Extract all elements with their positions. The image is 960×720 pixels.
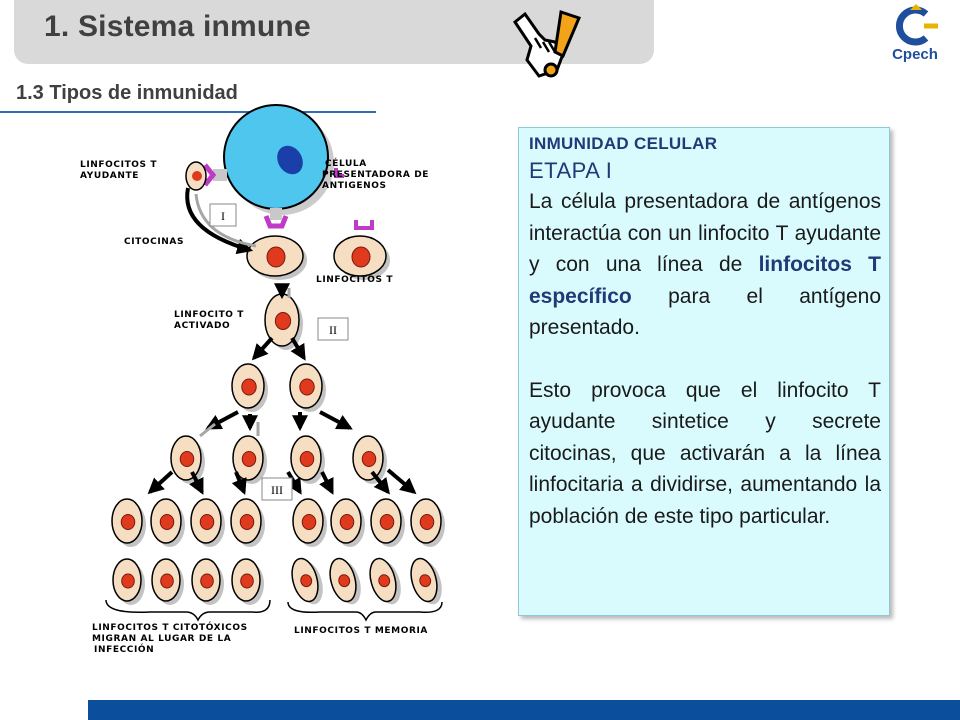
- lymphocyte-cell: [246, 235, 307, 280]
- page-title: 1. Sistema inmune: [44, 10, 311, 43]
- label-apc-1: CÉLULA: [325, 157, 367, 169]
- lymphocyte-cell: [111, 498, 146, 547]
- lymphocyte-cell: [290, 435, 325, 484]
- lymphocyte-cell: [264, 293, 303, 350]
- arrows: [147, 187, 417, 495]
- footer-bar: [88, 700, 960, 720]
- stage-box-3: III: [261, 477, 293, 501]
- stage-label-1: I: [221, 209, 225, 223]
- box-paragraph-2: Esto provoca que el linfocito T ayudante…: [529, 378, 881, 528]
- lymphocyte-cell: [330, 498, 365, 547]
- lymphocyte-cell: [231, 363, 268, 412]
- cpech-logo: Cpech: [880, 4, 950, 70]
- stage-label-2: II: [329, 323, 337, 337]
- receptor-connector: [203, 163, 374, 230]
- stage-label-3: III: [271, 483, 283, 497]
- pointing-hand-icon: [512, 10, 582, 78]
- grey-arrows: [194, 193, 291, 438]
- lymphocyte-cell: [170, 435, 205, 484]
- subtitle-underline: [0, 111, 376, 113]
- label-t-helper-2: AYUDANTE: [80, 171, 139, 181]
- box-paragraph-1-strong: linfocitos T específico: [529, 253, 881, 308]
- label-activated-2: ACTIVADO: [174, 321, 230, 331]
- label-apc-2: PRESENTADORA DE: [322, 170, 429, 180]
- antigen-presenting-cell: [223, 104, 334, 215]
- lymphocyte-cell: [291, 557, 323, 605]
- label-memory: LINFOCITOS T MEMORIA: [294, 626, 428, 636]
- lymphocyte-cell: [369, 557, 401, 605]
- lymphocyte-cell: [190, 498, 225, 547]
- lymphocyte-cell: [232, 435, 267, 484]
- label-cytokines: CITOCINAS: [124, 237, 184, 247]
- lymphocyte-cell: [352, 435, 387, 484]
- label-t-helper-1: LINFOCITOS T: [80, 160, 157, 170]
- box-paragraph-1: La célula presentadora de antígenos inte…: [529, 186, 881, 344]
- label-cytotoxic-2: MIGRAN AL LUGAR DE LA: [92, 634, 231, 644]
- lymphocyte-cell: [329, 557, 361, 605]
- label-cytotoxic-1: LINFOCITOS T CITOTÓXICOS: [92, 621, 248, 633]
- label-apc-3: ANTIGENOS: [322, 181, 387, 191]
- logo-text: Cpech: [892, 46, 938, 63]
- lymphocyte-cell: [191, 558, 224, 605]
- label-activated-1: LINFOCITO T: [174, 310, 244, 320]
- lymphocyte-cell: [230, 498, 265, 547]
- lymphocyte-cell: [231, 558, 264, 605]
- brace-cytotoxic: [105, 599, 271, 622]
- lymphocyte-cell: [151, 558, 184, 605]
- info-box: INMUNIDAD CELULAR ETAPA I La célula pres…: [518, 127, 890, 616]
- lymphocyte-cell: [410, 557, 442, 605]
- section-subtitle: 1.3 Tipos de inmunidad: [16, 82, 238, 104]
- lymphocyte-cell: [112, 558, 145, 605]
- lymphocyte-cell: [333, 235, 390, 280]
- lymphocyte-cell: [289, 363, 326, 412]
- lymphocyte-cell: [370, 498, 405, 547]
- brace-memory: [287, 601, 443, 622]
- box-stage: ETAPA I: [529, 158, 613, 183]
- stage-box-2: II: [317, 317, 349, 341]
- lymphocyte-cell: [150, 498, 185, 547]
- lymphocyte-cell: [292, 498, 327, 547]
- box-heading: INMUNIDAD CELULAR: [529, 134, 718, 153]
- lymphocyte-cell: [410, 498, 445, 547]
- label-t-lymph: LINFOCITOS T: [316, 275, 393, 285]
- cpech-logo-icon: [895, 4, 938, 46]
- box-paragraph-1-a: La célula presentadora de antígenos inte…: [529, 190, 881, 276]
- label-cytotoxic-3: INFECCIÓN: [94, 643, 154, 655]
- t-helper-cell: [185, 161, 207, 191]
- stage-box-1: I: [209, 203, 237, 227]
- box-paragraph-1-b: para el antígeno presentado.: [529, 284, 881, 340]
